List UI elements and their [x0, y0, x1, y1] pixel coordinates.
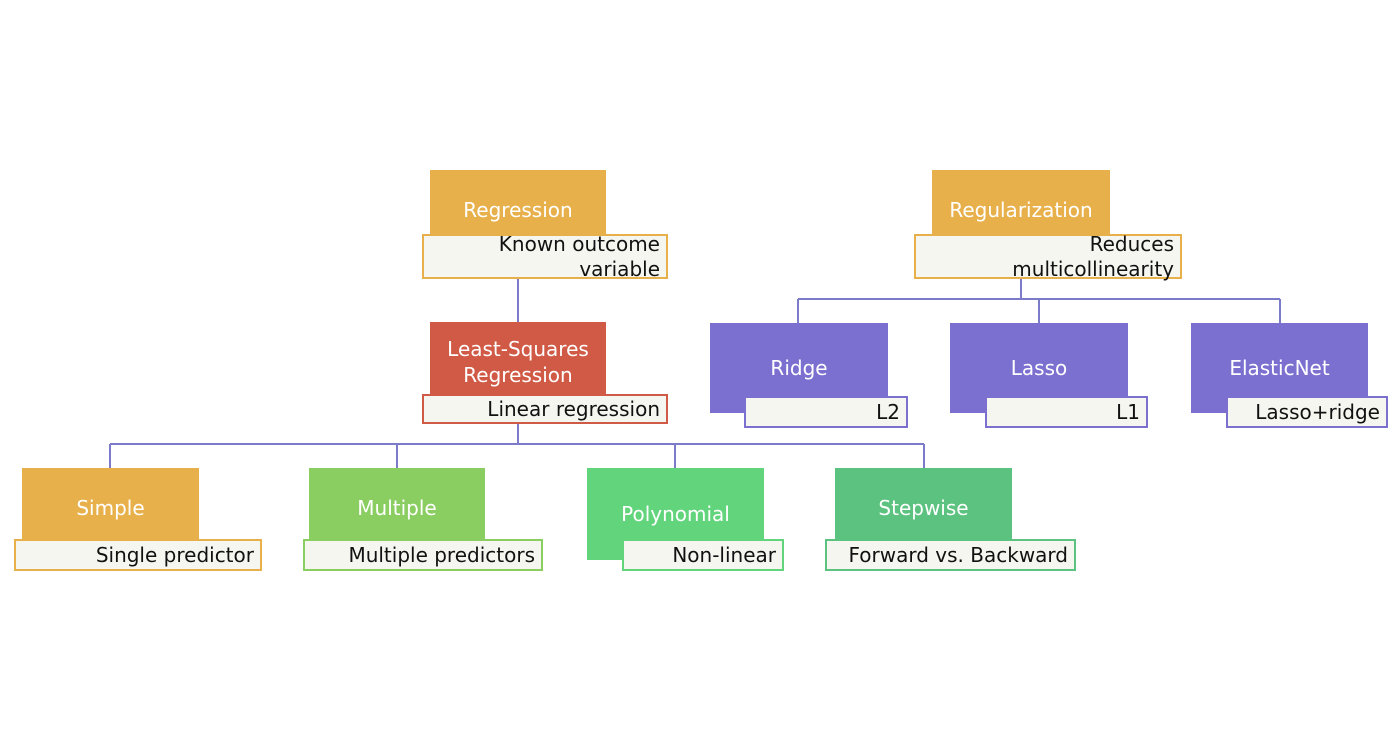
node-regularization-subtitle: Reduces multicollinearity	[914, 232, 1182, 281]
node-multiple-title: Multiple	[309, 468, 485, 548]
node-stepwise-title: Stepwise	[835, 468, 1012, 548]
node-polynomial-subtitle: Non-linear	[622, 539, 784, 571]
node-stepwise-subtitle: Forward vs. Backward	[825, 539, 1076, 571]
node-least-squares-subtitle: Linear regression	[422, 394, 668, 424]
node-simple-subtitle: Single predictor	[14, 539, 262, 571]
node-multiple-subtitle: Multiple predictors	[303, 539, 543, 571]
node-ridge-subtitle: L2	[744, 396, 908, 428]
node-simple-title: Simple	[22, 468, 199, 548]
node-regression-subtitle: Known outcome variable	[422, 232, 668, 281]
node-lasso-subtitle: L1	[985, 396, 1148, 428]
node-least-squares-title: Least-Squares Regression	[430, 322, 606, 402]
node-elasticnet-subtitle: Lasso+ridge	[1226, 396, 1388, 428]
